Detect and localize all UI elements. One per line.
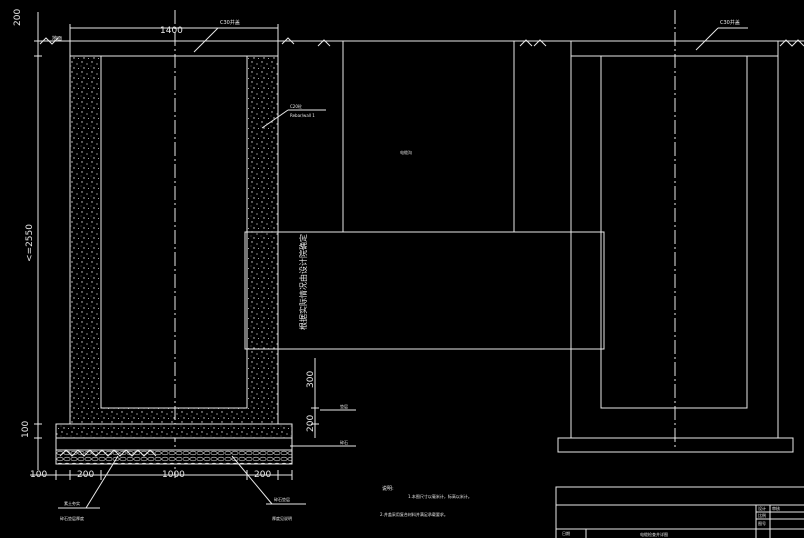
label-wall-note-1: C20砼: [290, 103, 302, 109]
dim-step-200: 200: [306, 415, 316, 432]
label-cover-right: C30井盖: [720, 19, 740, 26]
leader-cover-left: [193, 27, 219, 53]
tb-cell-d: 图号: [758, 520, 766, 526]
label-ground: 地面: [52, 35, 62, 42]
dim-bottom-a: 100: [30, 470, 47, 480]
label-bottom-right-2: 厚度见说明: [272, 515, 292, 521]
leader-bottom-right: [231, 455, 273, 505]
tb-caption: 电缆检查井详图: [640, 531, 668, 537]
dim-left-bottom: 100: [21, 421, 31, 438]
label-leader-2: 碎石: [340, 439, 348, 445]
dim-top-height: 200: [13, 9, 23, 26]
label-bottom-left-1: 素土夯实: [64, 500, 80, 506]
label-cover-left: C30井盖: [220, 19, 240, 26]
dim-bottom-b: 200: [77, 470, 94, 480]
label-leader-1: 垫层: [340, 403, 348, 409]
inner-cavity-left: [100, 55, 248, 409]
cover-slab-left: [69, 40, 279, 57]
dim-bottom-d: 200: [254, 470, 271, 480]
left-section: [38, 10, 804, 478]
label-middle: 电缆沟: [400, 149, 412, 155]
dim-bottom-c: 1000: [162, 470, 185, 480]
soil-hatch-1: [39, 37, 59, 45]
label-vertical-box: 根据实际情况由设计院确定: [298, 234, 308, 330]
tb-cell-a: 设计: [758, 505, 766, 511]
soil-hatch-4: [519, 39, 547, 47]
dimensions-left: [30, 12, 319, 480]
leader-wall: [261, 109, 289, 129]
label-bottom-left-2: 碎石垫层厚度: [60, 515, 84, 521]
dim-step-300: 300: [306, 371, 316, 388]
tb-cell-b: 审核: [772, 505, 780, 511]
middle-box: [244, 231, 605, 350]
inner-cavity-right: [600, 55, 748, 409]
right-section: [557, 10, 804, 453]
soil-hatch-2: [281, 37, 295, 45]
dim-main-height: <=2550: [25, 224, 35, 262]
soil-hatch-bottom: [59, 449, 157, 457]
label-bottom-right-1: 碎石垫层: [274, 496, 290, 502]
tb-cell-e: 日期: [562, 530, 570, 536]
notes-line-2: 2.井盖采用复合材料并满足承载要求。: [380, 511, 448, 517]
soil-hatch-3: [317, 39, 331, 47]
label-wall-note-2: Rebar/wall 1: [290, 113, 315, 118]
notes-line-1: 1.本图尺寸以毫米计，标高以米计。: [408, 493, 472, 499]
footing: [55, 423, 293, 439]
dim-width-top: 1400: [160, 26, 183, 36]
middle-section: [244, 41, 605, 350]
tb-cell-c: 比例: [758, 512, 766, 518]
base-layer: [55, 437, 293, 451]
leader-bottom-left: [85, 455, 119, 509]
leader-cover-right: [695, 27, 719, 51]
title-block: [555, 486, 804, 538]
base-right: [557, 437, 794, 453]
notes-title: 说明:: [382, 485, 394, 492]
